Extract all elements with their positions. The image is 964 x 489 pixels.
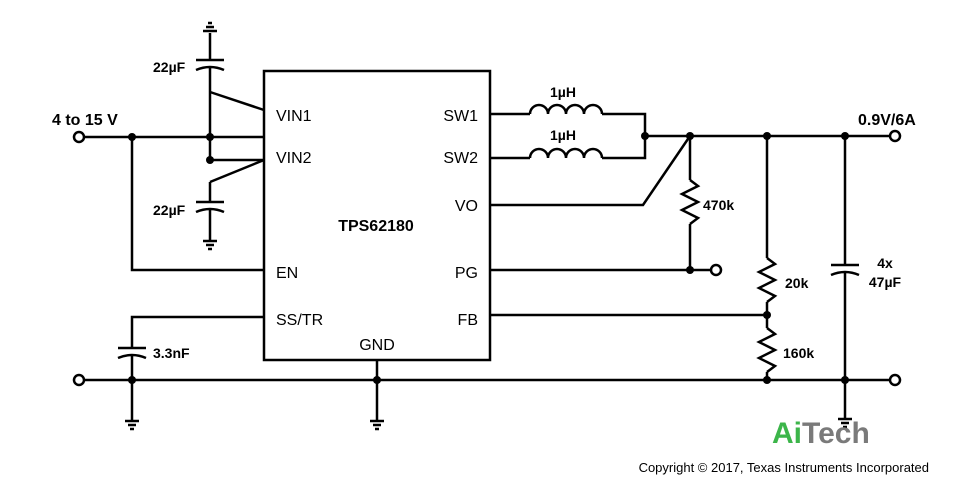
pin-vo: VO (455, 198, 478, 215)
pin-sw1: SW1 (443, 108, 478, 125)
pin-sw2: SW2 (443, 150, 478, 167)
cap-mid-label: 22µF (153, 202, 186, 218)
output-voltage-label: 0.9V/6A (858, 112, 916, 129)
inductor-2 (490, 136, 647, 160)
cap-top-label: 22µF (153, 59, 186, 75)
svg-text:AiTech: AiTech (772, 417, 870, 450)
ground-rail (72, 360, 902, 431)
pin-en: EN (276, 265, 298, 282)
cap-ss-label: 3.3nF (153, 345, 190, 361)
resistor-470k-label: 470k (703, 197, 734, 213)
cap-out-count: 4x (877, 255, 893, 271)
inductor-1 (490, 103, 647, 136)
aitech-logo: AiTech (772, 417, 870, 450)
cap-out-4x47uf (830, 136, 860, 380)
cap-out-value: 47µF (869, 274, 902, 290)
pin-pg: PG (455, 265, 478, 282)
cap-mid-22uf (195, 158, 265, 251)
pin-gnd: GND (359, 337, 395, 354)
resistor-160k (756, 327, 778, 380)
pin-vin1: VIN1 (276, 108, 312, 125)
ic-name: TPS62180 (338, 218, 414, 235)
pin-ss-tr: SS/TR (276, 312, 323, 329)
input-rail (72, 110, 264, 272)
resistor-20k (756, 136, 778, 328)
resistor-20k-label: 20k (785, 275, 809, 291)
feedback-line (490, 311, 771, 319)
pin-vin2: VIN2 (276, 150, 312, 167)
resistor-470k (490, 136, 723, 277)
copyright-text: Copyright © 2017, Texas Instruments Inco… (639, 460, 929, 475)
pin-fb: FB (458, 312, 478, 329)
cap-top-22uf (195, 21, 265, 112)
input-voltage-label: 4 to 15 V (52, 112, 118, 129)
inductor-2-label: 1µH (550, 127, 576, 143)
resistor-160k-label: 160k (783, 345, 814, 361)
cap-ss-3n3 (117, 315, 264, 380)
inductor-1-label: 1µH (550, 84, 576, 100)
ic-body (262, 69, 492, 362)
